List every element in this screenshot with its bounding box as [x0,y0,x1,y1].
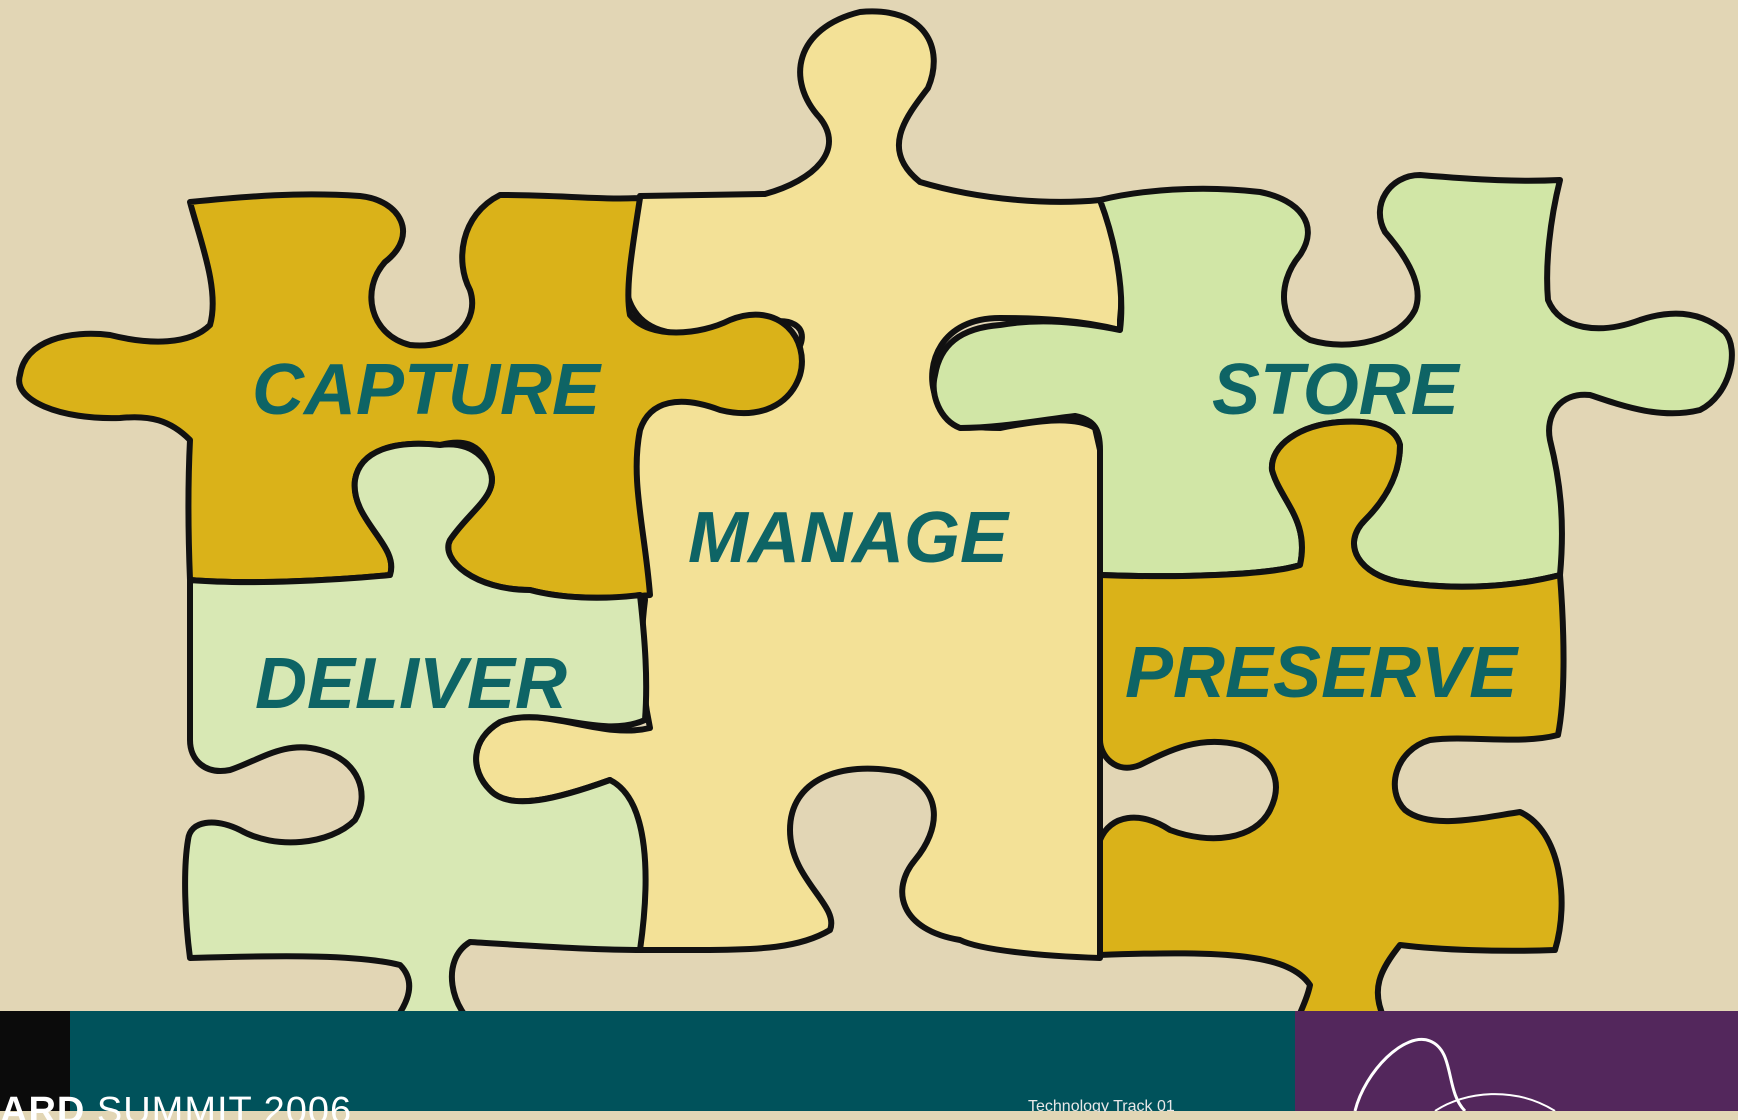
piece-store [930,172,1735,590]
piece-preserve [1097,418,1567,1110]
summit-footer-title: ARD SUMMIT 2006 [0,1090,352,1120]
piece-deliver [182,440,650,1109]
label-preserve: PRESERVE [1125,633,1519,713]
summit-rest: SUMMIT 2006 [85,1090,353,1120]
footer-teal-bar [70,1011,1295,1111]
summit-bold: ARD [0,1090,86,1120]
label-deliver: DELIVER [255,644,567,724]
swirl-logo-graphic [1353,1038,1556,1113]
label-store: STORE [1212,350,1461,430]
footer-black-block [0,1011,70,1111]
label-capture: CAPTURE [252,350,602,430]
footer-purple-block [1295,1011,1738,1113]
footer-footnote: Technology Track 01 [1028,1098,1175,1112]
label-manage: MANAGE [688,498,1010,578]
